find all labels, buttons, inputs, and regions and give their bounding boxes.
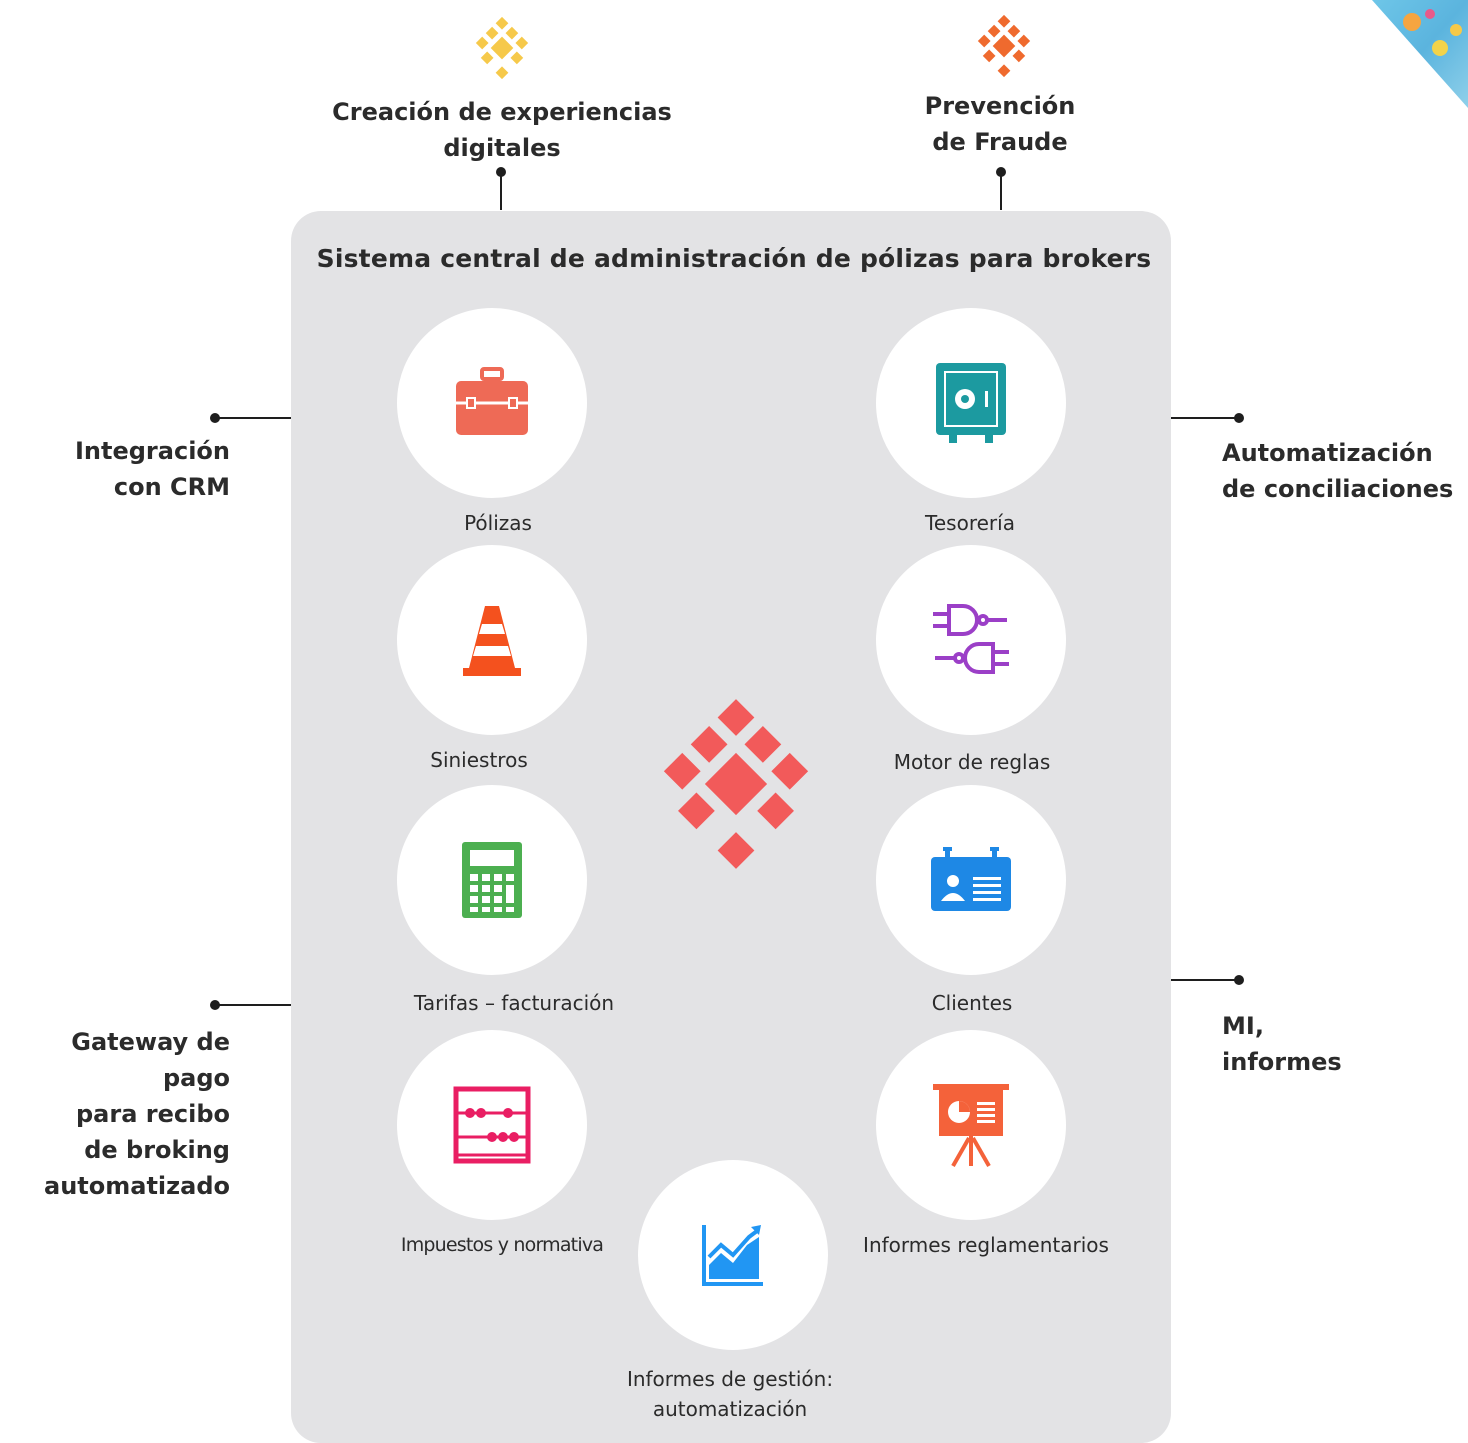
external-label-gateway: Gateway de pago para recibo de broking a… bbox=[44, 1028, 230, 1200]
connector-line bbox=[1170, 979, 1238, 981]
module-label: Impuestos y normativa bbox=[400, 1234, 604, 1256]
id-card-icon bbox=[931, 847, 1011, 911]
external-label-fraud: Prevención de Fraude bbox=[924, 92, 1076, 156]
connector-line bbox=[215, 1004, 291, 1006]
red-diamond-logo-icon bbox=[663, 699, 809, 869]
module-polizas[interactable] bbox=[397, 308, 587, 498]
module-impuestos[interactable] bbox=[397, 1030, 587, 1220]
module-siniestros[interactable] bbox=[397, 545, 587, 735]
safe-icon bbox=[936, 363, 1006, 443]
abacus-icon bbox=[453, 1086, 531, 1164]
corner-decoration bbox=[1372, 0, 1468, 108]
module-informes-reglamentarios[interactable] bbox=[876, 1030, 1066, 1220]
module-label: Tesorería bbox=[925, 511, 1015, 535]
external-label-mi: MI, informes bbox=[1222, 1012, 1342, 1076]
briefcase-icon bbox=[456, 367, 528, 435]
module-motor-reglas[interactable] bbox=[876, 545, 1066, 735]
module-tesoreria[interactable] bbox=[876, 308, 1066, 498]
yellow-diamond-logo-icon bbox=[475, 16, 529, 80]
connector-dot bbox=[1234, 413, 1244, 423]
orange-diamond-logo-icon bbox=[977, 14, 1031, 78]
module-label: Clientes bbox=[931, 991, 1013, 1015]
module-label: Siniestros bbox=[430, 748, 528, 772]
module-label: Informes de gestión: automatización bbox=[626, 1367, 834, 1421]
presentation-board-icon bbox=[933, 1084, 1009, 1167]
external-label-digital: Creación de experiencias digitales bbox=[332, 98, 672, 162]
module-tarifas[interactable] bbox=[397, 785, 587, 975]
module-informes-gestion[interactable] bbox=[638, 1160, 828, 1350]
connector-dot bbox=[1234, 975, 1244, 985]
module-label: Informes reglamentarios bbox=[863, 1233, 1109, 1257]
connector-line bbox=[1000, 172, 1002, 210]
calculator-icon bbox=[462, 842, 522, 918]
connector-line bbox=[215, 417, 291, 419]
panel-title: Sistema central de administración de pól… bbox=[316, 244, 1152, 273]
connector-line bbox=[1170, 417, 1238, 419]
module-label: Tarifas – facturación bbox=[413, 991, 615, 1015]
module-label: Motor de reglas bbox=[893, 750, 1051, 774]
module-clientes[interactable] bbox=[876, 785, 1066, 975]
growth-chart-icon bbox=[702, 1225, 763, 1286]
plug-connector-icon bbox=[933, 604, 1009, 674]
traffic-cone-icon bbox=[463, 606, 521, 676]
external-label-recon: Automatización de conciliaciones bbox=[1222, 439, 1454, 503]
connector-line bbox=[500, 172, 502, 210]
external-label-crm: Integración con CRM bbox=[74, 437, 230, 501]
module-label: Pólizas bbox=[464, 511, 532, 535]
